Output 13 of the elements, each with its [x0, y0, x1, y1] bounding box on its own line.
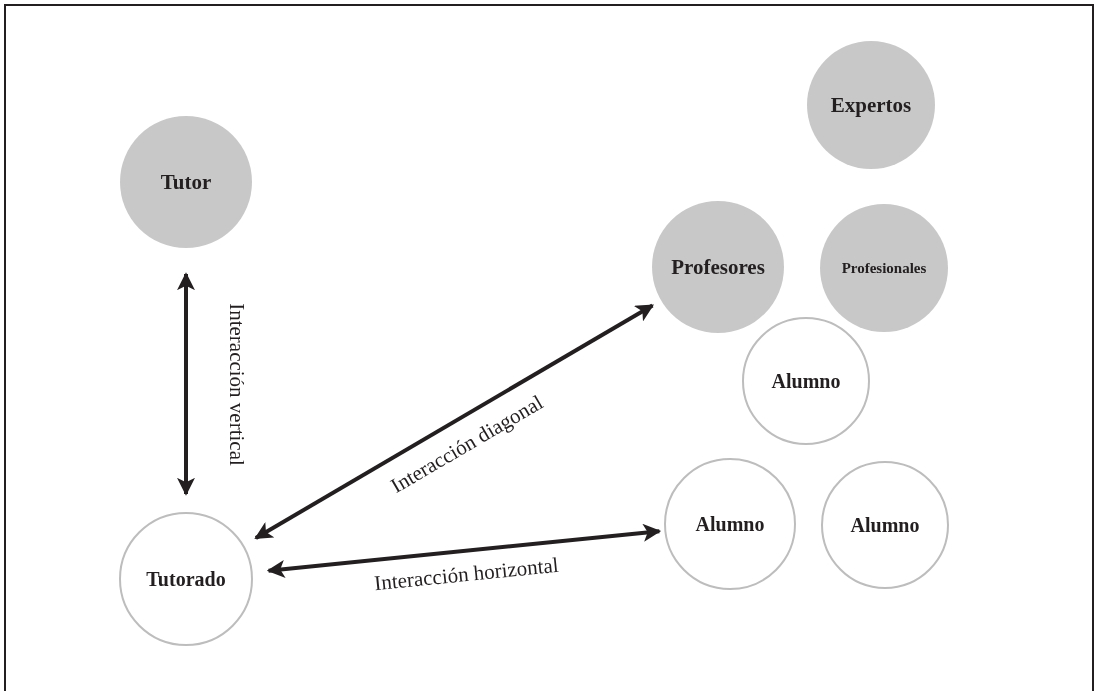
- double-arrow: [177, 272, 195, 496]
- node-label: Tutorado: [146, 567, 226, 591]
- double-arrow: [266, 523, 662, 578]
- edge-label: Interacción horizontal: [373, 553, 560, 597]
- edge-label: Interacción vertical: [223, 302, 249, 466]
- node-label: Alumno: [695, 512, 765, 536]
- node-label: Alumno: [850, 513, 920, 537]
- node-label: Profesionales: [841, 259, 927, 277]
- node-label: Tutor: [160, 169, 212, 195]
- node-label: Profesores: [671, 254, 765, 280]
- node-label: Expertos: [830, 92, 912, 118]
- double-arrow: [254, 303, 654, 540]
- node-label: Alumno: [771, 369, 841, 393]
